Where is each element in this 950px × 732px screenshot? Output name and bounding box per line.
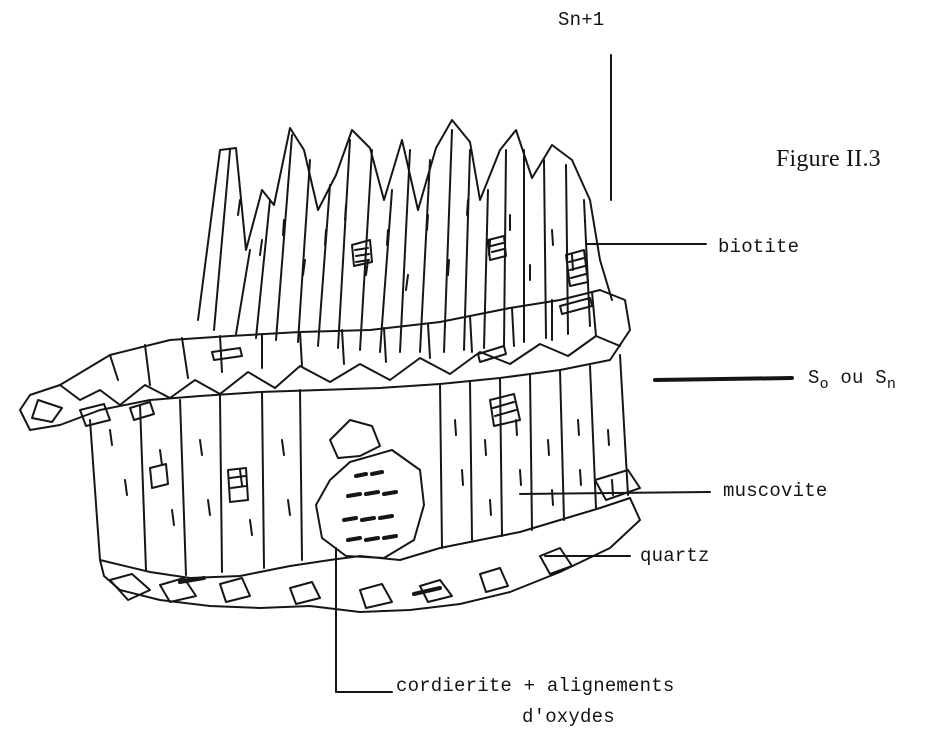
cordierite-label-line2: d'oxydes xyxy=(522,706,615,728)
cordierite-porphyroblast xyxy=(316,420,424,558)
s0-mid: ou S xyxy=(829,367,887,389)
sn-sub: n xyxy=(887,376,896,393)
cordierite-label-line1: cordierite + alignements xyxy=(396,675,674,697)
sn1-label: Sn+1 xyxy=(558,9,604,31)
s0-main: S xyxy=(808,367,820,389)
figure-title: Figure II.3 xyxy=(776,146,881,173)
biotite-label: biotite xyxy=(718,236,799,258)
s0-label: So ou Sn xyxy=(808,367,896,393)
upper-fibrous-zone xyxy=(198,120,612,352)
s0-sub: o xyxy=(820,376,829,393)
quartz-band-upper xyxy=(20,290,630,430)
quartz-label: quartz xyxy=(640,545,710,567)
muscovite-label: muscovite xyxy=(723,480,827,502)
